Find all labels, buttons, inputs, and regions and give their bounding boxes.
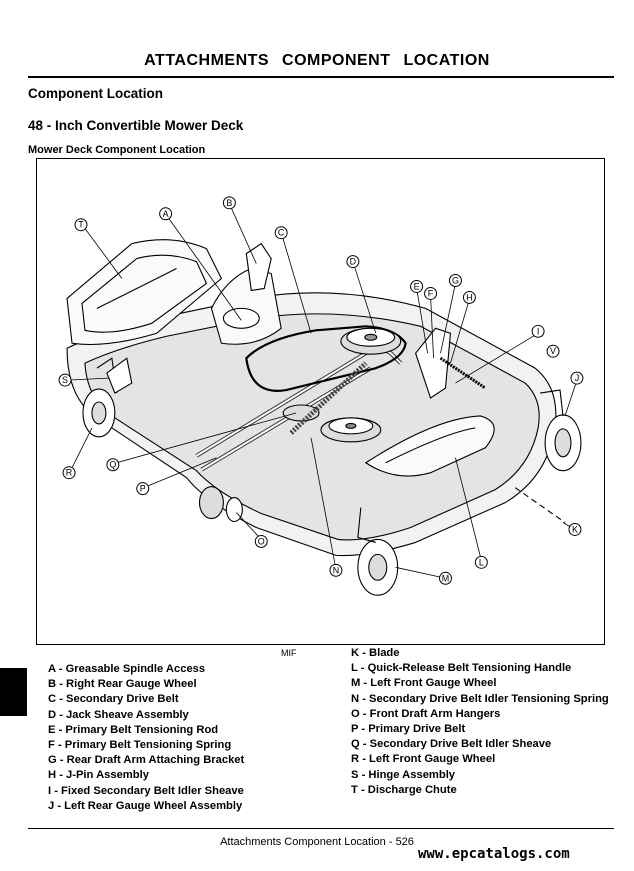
callout-s: S bbox=[58, 373, 72, 387]
figure-title: Mower Deck Component Location bbox=[28, 144, 206, 156]
callout-f: F bbox=[424, 286, 438, 300]
svg-text:G: G bbox=[452, 275, 459, 285]
callout-p: P bbox=[136, 482, 150, 496]
callout-r: R bbox=[62, 466, 76, 480]
svg-text:B: B bbox=[226, 198, 232, 208]
subsection-title: 48 - Inch Convertible Mower Deck bbox=[28, 118, 244, 133]
legend-item: E - Primary Belt Tensioning Rod bbox=[48, 723, 219, 736]
svg-text:T: T bbox=[78, 220, 84, 230]
callout-q: Q bbox=[106, 458, 120, 472]
section-title: Component Location bbox=[28, 86, 163, 101]
callout-k: K bbox=[568, 522, 582, 536]
legend-item: R - Left Front Gauge Wheel bbox=[351, 753, 496, 766]
deck-drawing bbox=[66, 239, 582, 596]
legend-item: J - Left Rear Gauge Wheel Assembly bbox=[48, 799, 243, 812]
svg-text:I: I bbox=[537, 326, 540, 336]
legend-left: A - Greasable Spindle Access B - Right R… bbox=[48, 662, 244, 814]
legend-item: H - J-Pin Assembly bbox=[48, 769, 149, 782]
legend-item: K - Blade bbox=[351, 647, 400, 659]
callout-h: H bbox=[462, 290, 476, 304]
page-footer: Attachments Component Location - 526 bbox=[220, 836, 414, 848]
legend-item: C - Secondary Drive Belt bbox=[48, 693, 179, 706]
svg-text:R: R bbox=[66, 468, 73, 478]
callout-markers: A B C D E F G H I J K L M N O P Q R S T … bbox=[58, 196, 584, 585]
svg-text:Q: Q bbox=[109, 460, 116, 470]
svg-text:F: F bbox=[428, 288, 434, 298]
legend-item: Q - Secondary Drive Belt Idler Sheave bbox=[351, 738, 552, 751]
svg-text:O: O bbox=[258, 536, 265, 546]
callout-v: V bbox=[546, 344, 560, 358]
callout-c: C bbox=[274, 226, 288, 240]
legend-item: F - Primary Belt Tensioning Spring bbox=[48, 739, 232, 752]
callout-t: T bbox=[74, 218, 88, 232]
legend-item: S - Hinge Assembly bbox=[351, 768, 456, 781]
legend-item: P - Primary Drive Belt bbox=[351, 723, 466, 736]
svg-text:E: E bbox=[414, 281, 420, 291]
callout-i: I bbox=[531, 324, 545, 338]
svg-text:V: V bbox=[550, 346, 556, 356]
svg-text:J: J bbox=[575, 373, 579, 383]
legend-right: K - Blade L - Quick-Release Belt Tension… bbox=[351, 646, 609, 798]
legend-item: N - Secondary Drive Belt Idler Tensionin… bbox=[351, 692, 609, 705]
mower-deck-figure: A B C D E F G H I J K L M N O P Q R S T … bbox=[36, 158, 605, 645]
callout-b: B bbox=[222, 196, 236, 210]
legend-item: A - Greasable Spindle Access bbox=[48, 663, 206, 675]
svg-text:H: H bbox=[466, 292, 472, 302]
svg-text:M: M bbox=[442, 573, 449, 583]
svg-text:N: N bbox=[333, 565, 339, 575]
legend-item: L - Quick-Release Belt Tensioning Handle bbox=[351, 662, 572, 675]
callout-o: O bbox=[254, 534, 268, 548]
section-thumb-tab bbox=[0, 668, 27, 716]
svg-text:S: S bbox=[62, 375, 68, 385]
mower-deck-illustration: A B C D E F G H I J K L M N O P Q R S T … bbox=[58, 196, 584, 596]
svg-text:D: D bbox=[350, 257, 357, 267]
svg-text:L: L bbox=[479, 557, 484, 567]
leader-lines bbox=[67, 205, 578, 579]
callout-a: A bbox=[159, 207, 173, 221]
legend-item: B - Right Rear Gauge Wheel bbox=[48, 678, 197, 691]
figure-id-label: MIF bbox=[281, 648, 297, 658]
footer-rule bbox=[28, 828, 614, 829]
legend-item: T - Discharge Chute bbox=[351, 783, 457, 796]
callout-m: M bbox=[439, 571, 452, 585]
legend-item: I - Fixed Secondary Belt Idler Sheave bbox=[48, 784, 244, 797]
header-rule bbox=[28, 76, 614, 78]
svg-text:A: A bbox=[163, 209, 169, 219]
legend-item: O - Front Draft Arm Hangers bbox=[351, 707, 501, 720]
callout-g: G bbox=[448, 274, 462, 287]
legend-item: M - Left Front Gauge Wheel bbox=[351, 677, 497, 690]
callout-l: L bbox=[474, 555, 488, 569]
callout-j: J bbox=[570, 371, 584, 385]
legend-item: G - Rear Draft Arm Attaching Bracket bbox=[48, 754, 245, 767]
svg-text:K: K bbox=[572, 524, 578, 534]
legend-item: D - Jack Sheave Assembly bbox=[48, 708, 189, 721]
callout-d: D bbox=[346, 255, 360, 269]
svg-text:P: P bbox=[140, 484, 146, 494]
callout-e: E bbox=[410, 280, 424, 293]
svg-text:C: C bbox=[278, 228, 285, 238]
page-title: ATTACHMENTS COMPONENT LOCATION bbox=[144, 52, 490, 69]
callout-n: N bbox=[329, 563, 343, 577]
watermark: www.epcatalogs.com bbox=[418, 846, 570, 862]
